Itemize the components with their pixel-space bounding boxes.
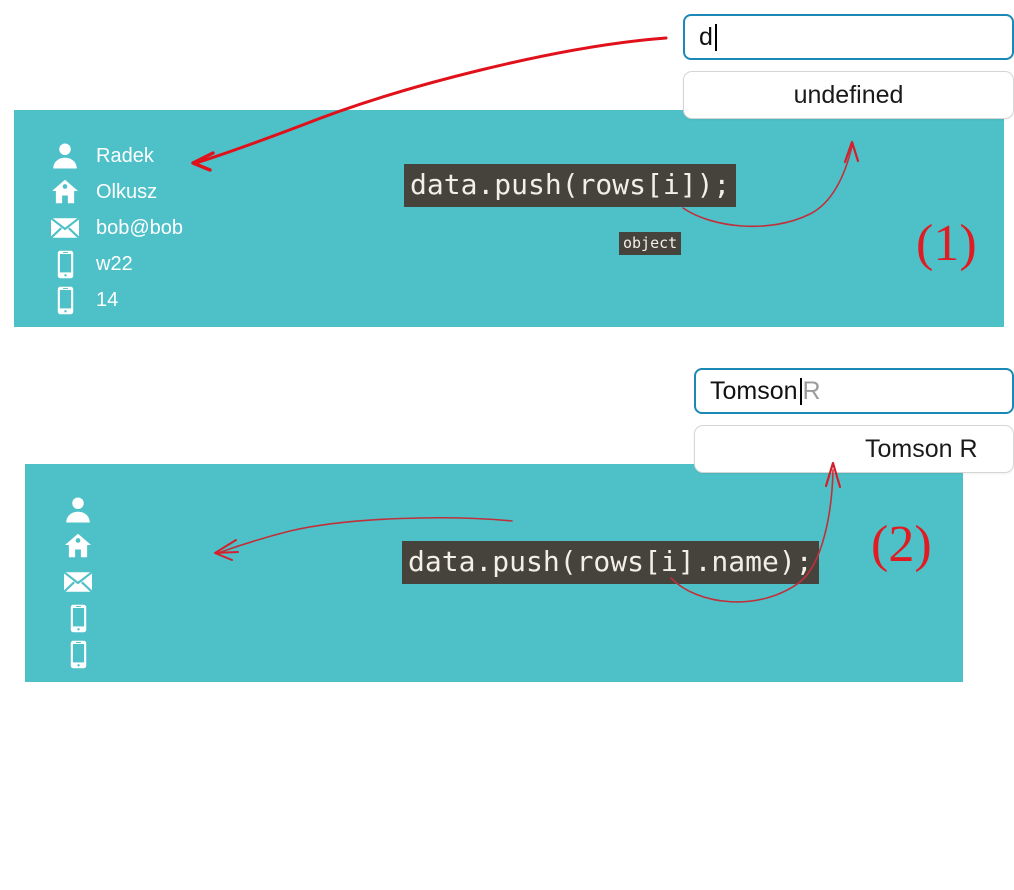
contact-row[interactable]	[61, 528, 109, 564]
person-icon	[48, 141, 82, 171]
search-input-2[interactable]: Tomson R	[694, 368, 1014, 414]
search-input-1-typed: d	[699, 22, 713, 51]
code-type-label-1: object	[619, 232, 682, 255]
search-input-2-ghost: R	[802, 376, 821, 405]
contact-label: w22	[96, 252, 133, 275]
home-icon	[61, 531, 95, 561]
contact-row[interactable]	[61, 492, 109, 528]
envelope-icon	[48, 216, 82, 240]
phone-icon	[61, 640, 95, 669]
contact-row[interactable]: bob@bob	[48, 210, 183, 246]
contact-label: Radek	[96, 144, 154, 167]
contact-row[interactable]	[61, 564, 109, 600]
suggestion-dropdown-1[interactable]: undefined	[683, 71, 1014, 119]
contact-list-1: Radek Olkusz bob@bob	[48, 138, 183, 318]
code-snippet-2: data.push(rows[i].name);	[402, 541, 819, 584]
phone-icon	[61, 604, 95, 633]
phone-icon	[48, 286, 82, 315]
contact-row[interactable]	[61, 636, 109, 672]
envelope-icon	[61, 570, 95, 594]
suggestion-item-1[interactable]: undefined	[793, 80, 904, 109]
phone-icon	[48, 250, 82, 279]
contact-label: 14	[96, 288, 119, 311]
search-input-1[interactable]: d	[683, 14, 1014, 60]
contact-row[interactable]: Olkusz	[48, 174, 183, 210]
step-number-2: (2)	[871, 516, 932, 573]
contact-label: Olkusz	[96, 180, 158, 203]
text-caret-2	[799, 377, 802, 405]
search-input-2-typed: Tomson	[710, 376, 798, 405]
suggestion-dropdown-2[interactable]: Tomson R	[694, 425, 1014, 473]
contact-label: bob@bob	[96, 216, 184, 239]
contact-list-2	[61, 492, 109, 672]
suggestion-item-2[interactable]: Tomson R	[865, 434, 978, 463]
text-caret-1	[714, 23, 717, 51]
contact-row[interactable]	[61, 600, 109, 636]
person-icon	[61, 495, 95, 525]
code-snippet-1: data.push(rows[i]);	[404, 164, 737, 207]
home-icon	[48, 177, 82, 207]
contact-row[interactable]: Radek	[48, 138, 183, 174]
contact-row[interactable]: 14	[48, 282, 183, 318]
step-number-1: (1)	[916, 215, 977, 272]
contact-row[interactable]: w22	[48, 246, 183, 282]
